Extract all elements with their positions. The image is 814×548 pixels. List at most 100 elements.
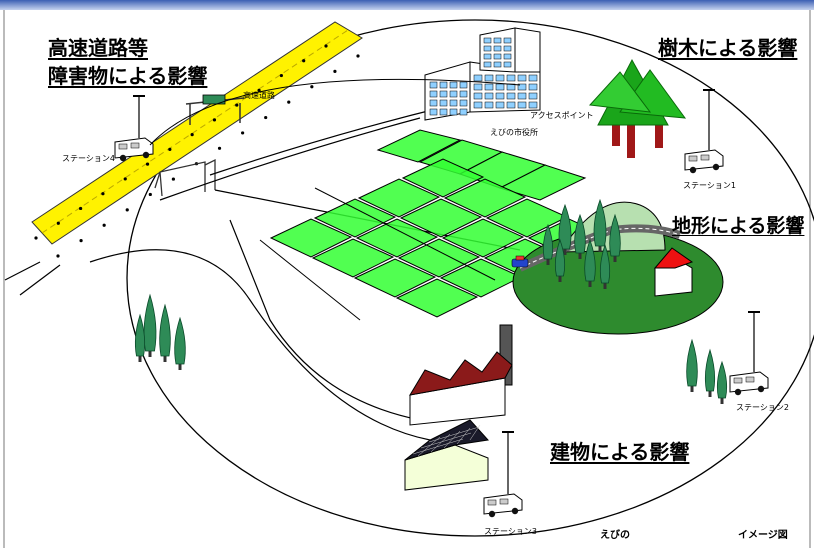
window	[528, 74, 538, 82]
window	[503, 37, 512, 44]
tree-trunk	[603, 281, 607, 289]
top-bar	[0, 0, 814, 10]
label-station-2: ステーション2	[736, 403, 789, 412]
window	[439, 99, 448, 107]
highway-lamp	[56, 254, 60, 258]
solar-line	[420, 432, 472, 449]
heading-buildings: 建物による影響	[550, 440, 690, 464]
highway-lamp	[212, 118, 217, 122]
tree-trunk	[690, 384, 694, 392]
crop-plot	[311, 238, 395, 278]
window	[517, 92, 527, 100]
solar-line	[443, 430, 461, 449]
solar-line	[430, 433, 451, 453]
conifer-tree	[159, 303, 171, 357]
highway-lamp	[257, 88, 261, 92]
window	[495, 74, 505, 82]
conifer-tree	[542, 223, 554, 260]
window	[484, 74, 494, 82]
window	[528, 83, 538, 91]
label-station-1: ステーション1	[683, 181, 736, 190]
crop-plot	[443, 178, 527, 218]
window	[483, 45, 492, 52]
van-wheel	[511, 507, 519, 515]
highway-lamp	[241, 131, 245, 135]
highway-lamp	[148, 192, 152, 197]
van-wheel	[712, 163, 720, 171]
window	[449, 81, 458, 89]
window	[439, 108, 448, 116]
window	[473, 74, 483, 82]
window	[459, 108, 468, 116]
highway-lamp	[190, 133, 194, 137]
van-wheel	[689, 166, 697, 174]
crop-plot	[355, 218, 439, 258]
crop-plot	[498, 164, 587, 201]
highway-lamp	[123, 177, 127, 181]
window	[429, 90, 438, 98]
window	[459, 90, 468, 98]
highway-lamp	[171, 177, 175, 181]
crop-plot	[353, 258, 437, 298]
crop-plot	[357, 178, 441, 218]
highway-lamp	[235, 103, 239, 107]
conifer-tree	[554, 238, 566, 277]
solar-house	[404, 419, 489, 491]
window	[459, 99, 468, 107]
solar-line	[456, 427, 471, 445]
highway-lamp	[302, 59, 306, 63]
crop-plot	[401, 158, 485, 198]
terrain-hill	[511, 198, 724, 335]
window	[473, 83, 483, 91]
window	[473, 101, 483, 109]
tree-trunk	[613, 254, 617, 262]
van-wheel	[488, 510, 496, 518]
tree-trunk	[563, 247, 567, 255]
window	[439, 81, 448, 89]
conifer-tree	[704, 348, 716, 392]
window	[449, 90, 458, 98]
window	[484, 92, 494, 100]
window	[473, 92, 483, 100]
window	[459, 81, 468, 89]
highway-lamp	[102, 223, 106, 227]
conifer-tree	[716, 360, 728, 399]
window	[503, 45, 512, 52]
conifer-tree	[593, 198, 607, 247]
solar-line	[469, 424, 481, 441]
van-wheel	[757, 385, 765, 393]
van-window	[733, 377, 743, 384]
tree-trunk	[588, 279, 592, 287]
van-window	[700, 154, 710, 161]
window	[483, 37, 492, 44]
field-boundary	[314, 187, 496, 281]
van-wheel	[119, 154, 127, 162]
crop-plot	[269, 218, 353, 258]
highway-lamp	[145, 162, 150, 166]
window	[503, 53, 512, 60]
window	[528, 92, 538, 100]
label-station-3: ステーション3	[484, 527, 537, 536]
window	[493, 45, 502, 52]
window	[429, 99, 438, 107]
tree-trunk	[708, 389, 712, 397]
window	[517, 74, 527, 82]
van-window	[487, 499, 497, 506]
solar-line	[417, 436, 441, 457]
tree-trunk	[138, 354, 142, 362]
window	[517, 101, 527, 109]
conifer-tree	[174, 316, 186, 365]
window	[506, 101, 516, 109]
highway-lamp	[279, 73, 283, 78]
footer-city: えびの	[600, 530, 630, 541]
tree-cluster-upper	[588, 58, 687, 158]
conifer-tree	[558, 203, 572, 250]
crop-plot	[376, 129, 462, 163]
window	[528, 101, 538, 109]
crop-plot	[395, 278, 479, 318]
van-window	[688, 155, 698, 162]
van-window	[130, 142, 140, 149]
highway-lamp	[356, 54, 360, 58]
highway-lamp	[217, 146, 222, 150]
